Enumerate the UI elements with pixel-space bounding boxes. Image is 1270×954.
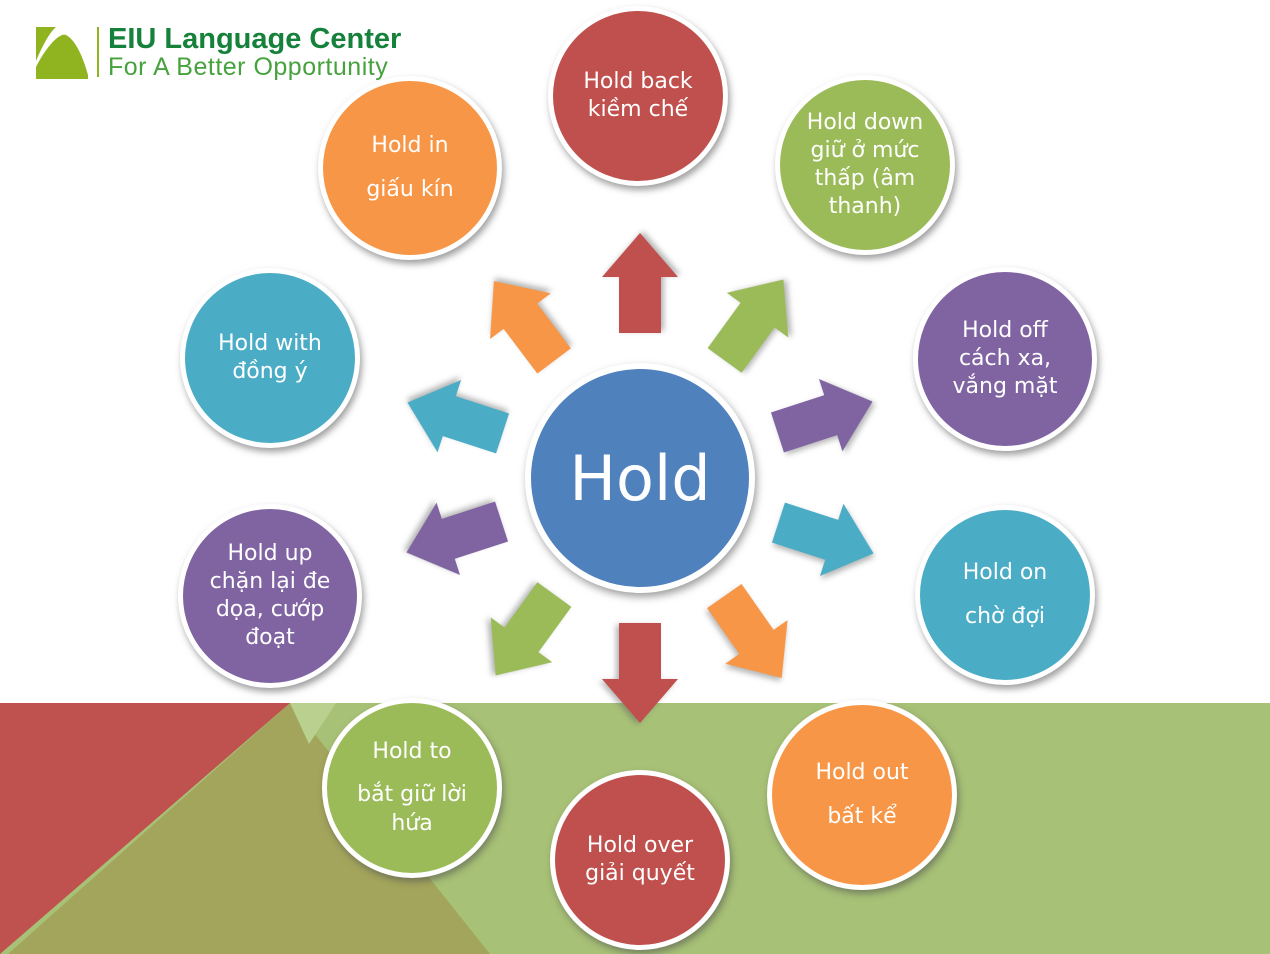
meaning-label: giữ ở mức thấp (âm thanh) [810,137,920,220]
meaning-label: bất kể [827,803,897,829]
phrasal-verb-label: Hold on [962,560,1048,586]
center-circle-hold: Hold [525,363,755,593]
meaning-label: chặn lại đe dọa, cướp đoạt [209,568,331,651]
phrasal-verb-label: Hold over [586,832,694,858]
arrow-hold-on [767,486,886,589]
logo-title: EIU Language Center [108,23,402,55]
meaning-label: giấu kín [366,176,454,202]
phrasal-verb-label: Hold off [962,317,1048,343]
phrasal-verb-label: Hold out [815,760,909,786]
arch-logo-icon [36,27,88,79]
logo-text: EIU Language Center For A Better Opportu… [108,24,401,82]
arrow-shape [490,582,572,676]
phrasal-verb-label: Hold in [371,133,449,159]
circle-hold-back: Hold back kiềm chế [548,6,728,186]
arrow-hold-up [395,485,514,588]
arrow-shape [602,233,678,333]
circle-hold-over: Hold over giải quyết [550,770,730,950]
arrow-shape [707,279,789,373]
arrow-shape [407,380,510,454]
logo-swoosh [36,27,88,75]
arrow-hold-off [766,365,885,468]
phrasal-verb-label: Hold with [218,330,322,356]
arrow-hold-to [465,572,585,698]
circle-hold-in: Hold in giấu kín [318,76,502,260]
circle-hold-off: Hold off cách xa, vắng mặt [913,267,1097,451]
circle-hold-down: Hold down giữ ở mức thấp (âm thanh) [775,75,955,255]
meaning-label: kiềm chế [587,97,689,122]
meaning-label: chờ đợi [964,603,1046,629]
meaning-label: bắt giữ lời hứa [357,782,467,836]
arrow-shape [490,281,571,374]
arrow-hold-in [464,258,585,384]
circle-hold-on: Hold on chờ đợi [915,505,1095,685]
logo-divider [97,27,99,77]
meaning-label: cách xa, vắng mặt [952,345,1058,400]
arrow-hold-with [396,366,515,469]
logo: EIU Language Center For A Better Opportu… [36,24,401,82]
meaning-label: đồng ý [232,359,308,384]
logo-subtitle: For A Better Opportunity [108,53,389,82]
phrasal-verb-label: Hold back [583,68,693,94]
circle-hold-up: Hold up chặn lại đe dọa, cướp đoạt [178,504,362,688]
center-label: Hold [569,441,711,515]
circle-hold-to: Hold to bắt giữ lời hứa [322,698,502,878]
arrow-hold-out [693,574,813,700]
arrow-hold-down [694,257,814,383]
arrow-hold-back [602,233,678,333]
phrasal-verb-label: Hold down [806,109,924,135]
arrow-shape [770,379,873,453]
phrasal-verb-label: Hold up [227,540,313,566]
arrow-shape [707,583,788,678]
circle-hold-out: Hold out bất kể [767,700,957,890]
circle-hold-with: Hold with đồng ý [180,268,360,448]
arrow-hold-over [602,623,678,723]
arrow-shape [602,623,678,723]
phrasal-verb-label: Hold to [372,739,452,765]
arrow-shape [771,502,874,576]
arrow-shape [406,501,509,575]
meaning-label: giải quyết [585,861,695,886]
